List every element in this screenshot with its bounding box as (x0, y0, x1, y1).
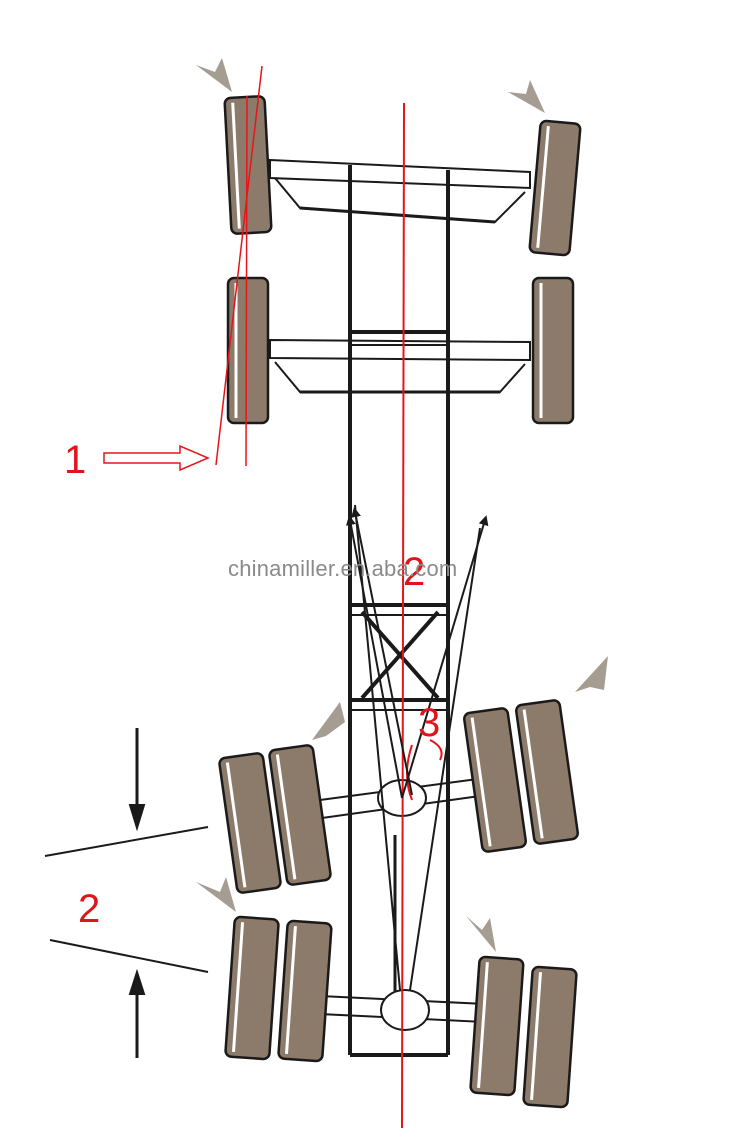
pointer-mark-rear-left-1 (312, 702, 345, 740)
tire-front-1-right (528, 119, 582, 257)
tire-rear-2-right-outer (522, 965, 578, 1109)
reference-lines (215, 65, 443, 1129)
tire-front-2-right (531, 276, 575, 425)
thrust-line-left-2 (351, 507, 413, 796)
front-axle-1 (269, 158, 531, 224)
tire-front-1-left (223, 95, 273, 235)
x-brace-b (360, 610, 440, 700)
centerline (401, 102, 405, 1129)
thrust-line-right-2 (409, 527, 481, 991)
tire-rear-1-left-inner (268, 744, 332, 886)
tire-rear-1-left-outer (218, 752, 282, 894)
tire-rear-2-left-outer (224, 915, 280, 1061)
label-3: 3 (418, 701, 440, 745)
tire-rear-1-right-outer (514, 699, 580, 845)
axle-2-beam (269, 338, 531, 362)
offset-line-upper (44, 826, 209, 857)
labels: 1 2 3 2 (64, 438, 440, 931)
pointer-marks (196, 58, 608, 952)
pointer-mark-front-right (508, 80, 545, 113)
front-wheel-reference-line (215, 65, 263, 466)
front-wheel-vertical-line (245, 95, 248, 467)
tire-rear-1-right-inner (462, 707, 528, 853)
hollow-arrow (103, 444, 210, 472)
front-axle-2 (269, 338, 531, 394)
tire-rear-2-left-inner (277, 919, 333, 1063)
label-2-center: 2 (403, 550, 425, 594)
label-2-left: 2 (78, 887, 100, 931)
offset-indicator (44, 728, 209, 1058)
offset-line-lower (49, 939, 209, 973)
thrust-line-left-3 (354, 504, 401, 991)
thrust-line-right-1 (401, 515, 489, 799)
pointer-mark-rear-right-2 (466, 916, 496, 952)
tires (218, 95, 582, 1109)
tire-rear-2-right-inner (469, 955, 525, 1097)
offset-arrow-up-head (128, 968, 146, 995)
tire-front-2-left (226, 276, 270, 425)
watermark: chinamiller.en.aba.com (228, 556, 458, 581)
pointer-mark-rear-left-2 (196, 877, 236, 912)
thrust-line-left-1 (346, 515, 403, 799)
pointer-mark-rear-right-1 (575, 656, 608, 692)
axle-1-beam (269, 158, 531, 190)
chassis-frame (348, 165, 450, 1057)
label-1: 1 (64, 438, 86, 482)
hollow-arrow-shape (103, 444, 210, 472)
axle-1-spring-base (299, 206, 496, 224)
offset-arrow-down-head (128, 804, 146, 832)
rear-axle-2-differential (380, 989, 430, 1031)
thrust-lines (346, 504, 489, 991)
axle-2-spring (274, 361, 526, 393)
pointer-mark-front-left (196, 58, 232, 92)
angle-arc-right (429, 739, 443, 761)
